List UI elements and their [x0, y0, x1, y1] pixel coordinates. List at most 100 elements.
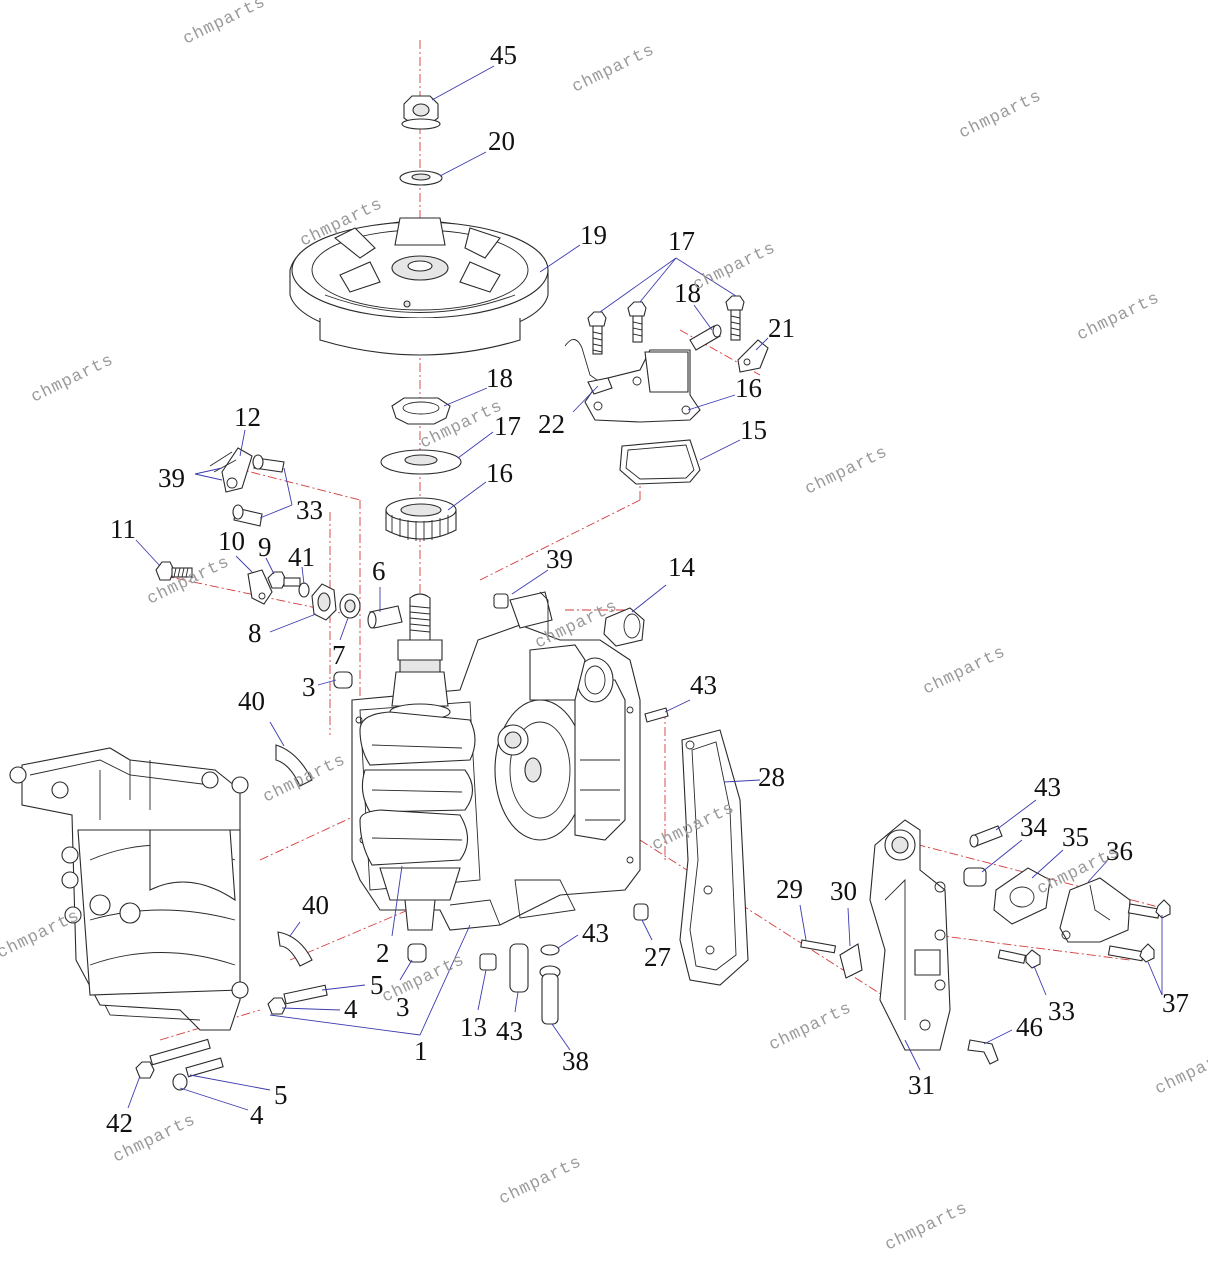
callout-39-left: 39: [158, 463, 185, 493]
callout-1: 1: [414, 1036, 428, 1066]
part-19-needle-bearing: [385, 497, 457, 541]
callout-43-center: 43: [496, 1016, 523, 1046]
part-46-elbow-fitting: [967, 1039, 999, 1065]
part-30-plate: [839, 943, 863, 979]
callout-6: 6: [372, 556, 386, 586]
callout-12: 12: [234, 402, 261, 432]
part-35-gasket: [993, 867, 1051, 925]
part-8-seal-housing: [311, 583, 337, 621]
callout-9: 9: [258, 532, 272, 562]
part-26-clip: [564, 339, 613, 395]
part-43-tube-right: [969, 825, 1003, 848]
callout-5-upper: 5: [370, 970, 384, 1000]
crankcase: [9, 747, 249, 1031]
callout-4-lower: 4: [250, 1100, 264, 1130]
part-43-tube-center: [509, 943, 529, 993]
callout-14: 14: [668, 552, 696, 582]
part-4-bolt-upper: [267, 984, 328, 1015]
part-12-sensor: [209, 447, 253, 493]
part-9-bolt: [267, 571, 301, 589]
part-13-sleeve: [479, 953, 497, 971]
callout-41: 41: [288, 542, 315, 572]
part-39-plug: [493, 593, 509, 609]
callout-18: 18: [674, 278, 701, 308]
callout-39-center: 39: [546, 544, 573, 574]
part-45-dowel-pin: [644, 707, 669, 723]
part-28-gasket: [679, 729, 749, 986]
callout-13: 13: [460, 1012, 487, 1042]
callout-30: 30: [830, 876, 857, 906]
watermark: chmparts: [28, 351, 117, 407]
part-40-bearing-half-upper: [275, 744, 313, 787]
callout-19: 16: [486, 458, 513, 488]
callout-4-upper: 4: [344, 994, 358, 1024]
part-3-dowel-upper: [333, 671, 353, 689]
callout-29: 29: [776, 874, 803, 904]
watermark: chmparts: [690, 239, 779, 295]
watermark: chmparts: [496, 1153, 585, 1209]
part-2-crankshaft: [359, 593, 476, 931]
part-17-bolts: [587, 295, 745, 355]
callout-15: 15: [740, 415, 767, 445]
callout-31: 31: [908, 1070, 935, 1100]
callout-37: 37: [1162, 988, 1189, 1018]
watermark: chmparts: [882, 1199, 971, 1255]
watermark: chmparts: [920, 643, 1009, 699]
part-22-flywheel: [289, 217, 549, 356]
part-40-bearing-half-lower: [277, 931, 313, 967]
part-37-bolts: [1107, 899, 1171, 963]
part-11-bolt: [155, 561, 193, 581]
part-21-nut: [391, 397, 451, 425]
part-38-fitting: [539, 965, 561, 1025]
part-7-oil-seal: [339, 593, 361, 619]
callout-5-lower: 5: [274, 1080, 288, 1110]
callout-25: 21: [768, 313, 795, 343]
callout-27: 27: [644, 942, 671, 972]
callout-43-right: 43: [1034, 772, 1061, 802]
part-32-hose-fittings: [232, 454, 285, 527]
callout-10: 10: [218, 526, 245, 556]
watermark: chmparts: [260, 751, 349, 807]
callout-44: 43: [582, 918, 609, 948]
callout-17: 17: [668, 226, 695, 256]
callout-35: 35: [1062, 822, 1089, 852]
part-23-washer: [399, 170, 443, 186]
part-44-o-ring: [540, 944, 560, 956]
part-29-screw: [800, 939, 837, 954]
callout-24: 45: [490, 40, 517, 70]
callout-45: 43: [690, 670, 717, 700]
watermark: chmparts: [802, 443, 891, 499]
part-10-bracket: [247, 569, 273, 605]
callout-33: 33: [1048, 996, 1075, 1026]
callout-3-lower: 3: [396, 992, 410, 1022]
watermark: chmparts: [956, 87, 1045, 143]
callout-8: 8: [248, 618, 262, 648]
part-42-bolt: [135, 1038, 211, 1079]
part-36-housing: [1059, 877, 1131, 943]
callout-22: 19: [580, 220, 607, 250]
part-14-cap: [603, 607, 645, 647]
part-24-flange-nut: [401, 95, 441, 130]
callout-23: 20: [488, 126, 515, 156]
callout-7: 7: [332, 640, 346, 670]
leader-lines: [127, 65, 1163, 1111]
callout-28: 28: [758, 762, 785, 792]
callout-40-upper: 40: [238, 686, 265, 716]
callout-2: 2: [376, 938, 390, 968]
callout-32: 33: [296, 495, 323, 525]
part-16-cover: [584, 349, 701, 423]
watermark: chmparts: [569, 41, 658, 97]
watermark: chmparts: [180, 0, 269, 49]
part-18-pin: [689, 324, 722, 351]
callout-3-upper: 3: [302, 672, 316, 702]
callout-36: 36: [1106, 836, 1133, 866]
part-4-bolt-lower: [172, 1057, 224, 1091]
part-27-cap: [633, 903, 649, 921]
callout-26: 22: [538, 409, 565, 439]
callout-16: 16: [735, 373, 762, 403]
part-33-bolt: [997, 949, 1041, 969]
part-31-cover: [869, 819, 951, 1051]
watermark: chmparts: [144, 553, 233, 609]
